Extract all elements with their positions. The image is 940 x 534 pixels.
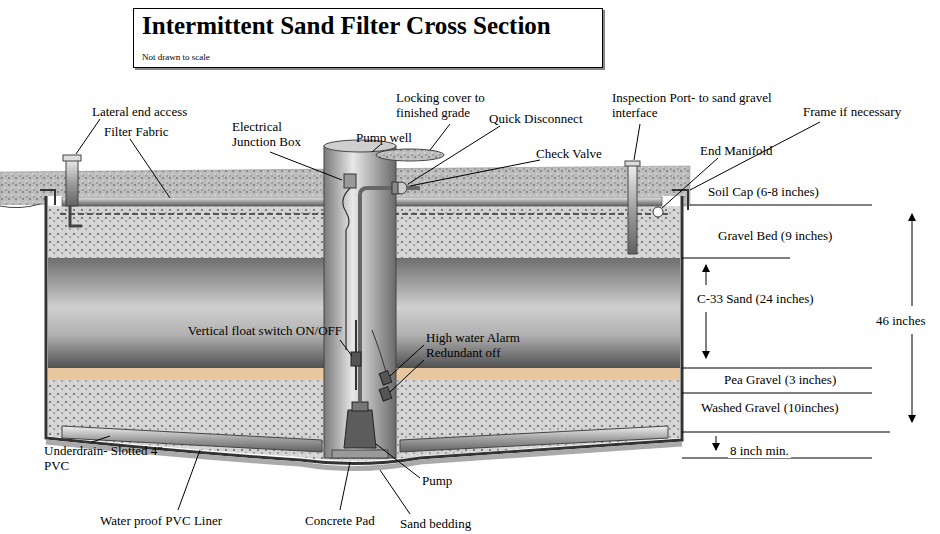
part-label: Quick Disconnect [489,111,583,126]
part-label: 46 inches [874,313,927,328]
part-label: Underdrain- Slotted 4" PVC [44,443,164,473]
part-label: Inspection Port- to sand gravel interfac… [612,90,772,120]
title-box: Intermittent Sand Filter Cross SectionNo… [133,8,603,68]
part-label: Pump [422,473,452,488]
part-label: Lateral end access [92,104,187,119]
part-label: Concrete Pad [305,513,375,528]
part-label: Check Valve [536,146,602,161]
part-label: End Manifold [700,143,773,158]
part-label: Gravel Bed (9 inches) [718,228,832,243]
part-label: Soil Cap (6-8 inches) [706,184,821,199]
part-label: Water proof PVC Liner [100,513,222,528]
diagram-title: Intermittent Sand Filter Cross Section [142,11,594,41]
part-label: C-33 Sand (24 inches) [697,291,814,306]
part-label: 8 inch min. [728,443,791,458]
part-label: Filter Fabric [104,124,169,139]
scale-note: Not drawn to scale [142,51,594,63]
part-label: Electrical Junction Box [232,119,312,149]
part-label: Frame if necessary [803,104,901,119]
part-label: Pump well [356,130,412,145]
part-label: Vertical float switch ON/OFF [180,323,342,338]
part-label: Pea Gravel (3 inches) [722,372,838,387]
part-label: High water Alarm Redundant off [426,330,546,360]
part-label: Sand bedding [400,516,471,531]
part-label: Washed Gravel (10inches) [701,400,839,415]
